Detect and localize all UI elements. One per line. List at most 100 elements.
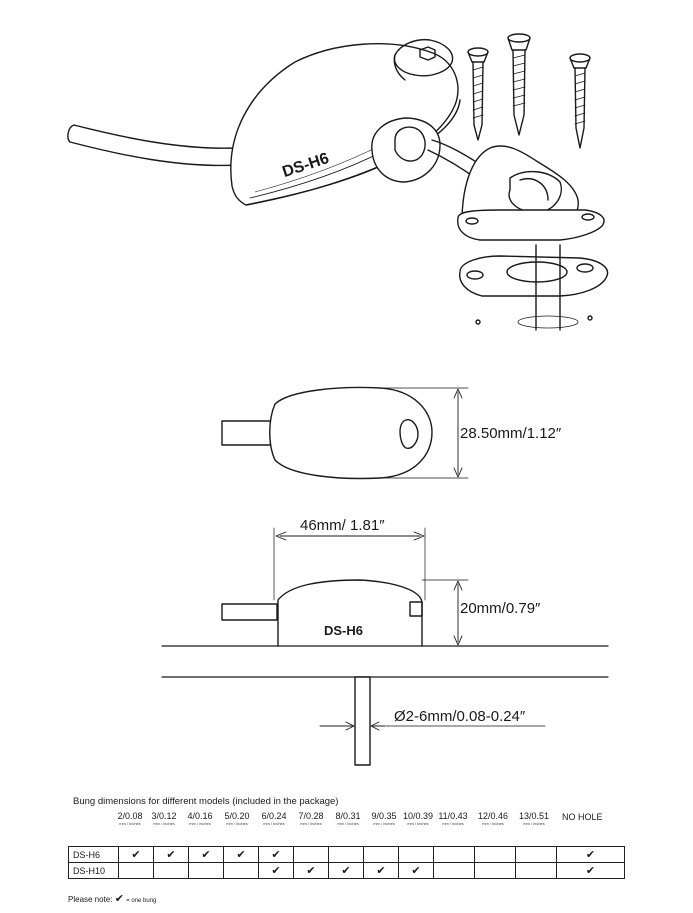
bung-size-unit: mm / inches xyxy=(300,821,322,826)
bung-row-model: DS-H10 xyxy=(68,862,119,879)
bung-table-row: DS-H6 ✔ ✔ ✔ ✔ ✔ ✔ xyxy=(68,846,625,863)
base-plate xyxy=(457,209,605,241)
bung-size-unit: mm / inches xyxy=(523,821,545,826)
bung-cell: ✔ xyxy=(556,862,625,879)
profile-height-dimension: 20mm/0.79″ xyxy=(460,600,541,617)
check-icon: ✔ xyxy=(306,865,316,877)
model-label-side: DS-H6 xyxy=(324,623,363,638)
screw-1 xyxy=(467,47,489,141)
bung-cell xyxy=(363,846,399,863)
bung-cell xyxy=(398,846,434,863)
bung-size-value: 12/0.46 xyxy=(477,811,509,821)
bung-cell: ✔ xyxy=(328,862,364,879)
note-prefix: Please note: xyxy=(68,895,113,904)
bung-cell: ✔ xyxy=(363,862,399,879)
check-icon: ✔ xyxy=(236,849,246,861)
cable xyxy=(67,124,239,167)
cable-diameter-dimension: Ø2-6mm/0.08-0.24″ xyxy=(394,708,526,725)
bung-cell xyxy=(223,862,259,879)
check-icon: ✔ xyxy=(114,893,124,905)
length-dimension: 46mm/ 1.81″ xyxy=(300,517,385,534)
bung-size-value: 2/0.08 xyxy=(117,811,143,821)
bung-cell xyxy=(293,846,329,863)
gasket xyxy=(459,255,609,297)
bung-size-value: 6/0.24 xyxy=(261,811,287,821)
deck-cable xyxy=(354,676,371,766)
bung-cell xyxy=(433,846,475,863)
bung-cell: ✔ xyxy=(188,846,224,863)
bung-size-value: 11/0.43 xyxy=(438,811,468,821)
bung-cell: ✔ xyxy=(293,862,329,879)
height-dimension: 28.50mm/1.12″ xyxy=(460,425,562,442)
bung-size-value: 9/0.35 xyxy=(371,811,397,821)
side-body xyxy=(277,579,423,647)
bung-size-value: 3/0.12 xyxy=(151,811,177,821)
bung-size-value: 7/0.28 xyxy=(298,811,324,821)
screw-3 xyxy=(569,53,591,149)
bung-cell: ✔ xyxy=(556,846,625,863)
bung-cell xyxy=(515,846,557,863)
bung-size-unit: mm / inches xyxy=(189,821,211,826)
bung-size-unit: mm / inches xyxy=(482,821,504,826)
bung-size-unit: mm / inches xyxy=(226,821,248,826)
bung-cell xyxy=(474,862,516,879)
bung-size-unit: mm / inches xyxy=(407,821,429,826)
bung-row-model: DS-H6 xyxy=(68,846,119,863)
bung-size-value: 13/0.51 xyxy=(518,811,550,821)
bung-cell: ✔ xyxy=(258,862,294,879)
bung-cell xyxy=(328,846,364,863)
bung-cell: ✔ xyxy=(153,846,189,863)
top-view xyxy=(221,386,469,480)
bung-cell xyxy=(118,862,154,879)
check-icon: ✔ xyxy=(166,849,176,861)
check-icon: ✔ xyxy=(411,865,421,877)
bung-cell: ✔ xyxy=(118,846,154,863)
bung-cell xyxy=(153,862,189,879)
bung-table-row: DS-H10 ✔ ✔ ✔ ✔ ✔ ✔ xyxy=(68,862,625,879)
bung-size-value: 8/0.31 xyxy=(335,811,361,821)
check-icon: ✔ xyxy=(271,849,281,861)
bung-size-unit: mm / inches xyxy=(373,821,395,826)
bung-cell xyxy=(433,862,475,879)
side-cable xyxy=(221,603,278,621)
bung-cell: ✔ xyxy=(398,862,434,879)
screw-2 xyxy=(507,33,531,136)
bung-size-value: 4/0.16 xyxy=(187,811,213,821)
check-icon: ✔ xyxy=(271,865,281,877)
bung-size-unit: mm / inches xyxy=(153,821,175,826)
deck-surface xyxy=(161,645,609,678)
bung-size-unit: mm / inches xyxy=(263,821,285,826)
check-icon: ✔ xyxy=(131,849,141,861)
top-body xyxy=(269,386,433,480)
bung-size-unit: mm / inches xyxy=(337,821,359,826)
check-icon: ✔ xyxy=(585,865,596,877)
check-icon: ✔ xyxy=(201,849,211,861)
check-icon: ✔ xyxy=(341,865,351,877)
bung-size-value: 10/0.39 xyxy=(402,811,434,821)
check-icon: ✔ xyxy=(376,865,386,877)
side-view xyxy=(161,527,609,766)
note-suffix: = one bung xyxy=(126,898,157,904)
bung-size-unit: mm / inches xyxy=(119,821,141,826)
hex-screw xyxy=(393,38,454,77)
bung-cell xyxy=(515,862,557,879)
isometric-view: DS-H6 xyxy=(67,33,609,331)
bung-size-value: 5/0.20 xyxy=(224,811,250,821)
check-icon: ✔ xyxy=(585,849,596,861)
bung-cell: ✔ xyxy=(223,846,259,863)
no-hole-header: NO HOLE xyxy=(562,812,603,822)
bung-table: DS-H6 ✔ ✔ ✔ ✔ ✔ ✔ DS-H10 ✔ ✔ ✔ ✔ ✔ ✔ xyxy=(68,846,625,879)
